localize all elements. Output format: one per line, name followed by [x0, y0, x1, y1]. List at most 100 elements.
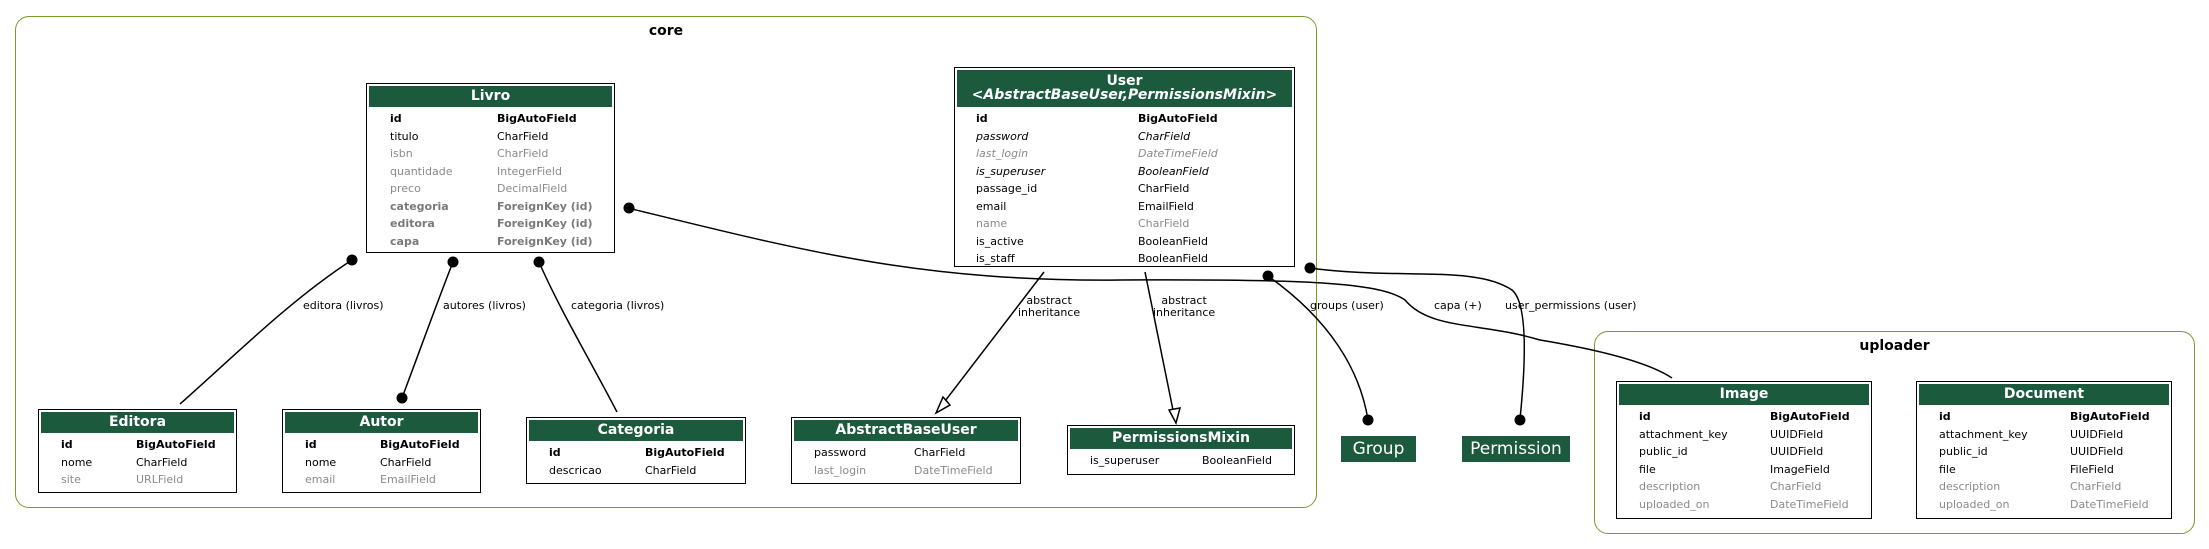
- edge-user-permissions: [1308, 267, 1525, 420]
- label-autores: autores (livros): [443, 299, 526, 312]
- node-permission: Permission: [1462, 436, 1570, 462]
- label-user-permissions: user_permissions (user): [1505, 299, 1637, 312]
- field-name: id: [1939, 410, 1951, 423]
- edge-editora: [179, 259, 353, 405]
- field-name: email: [976, 199, 1007, 213]
- field-type: DecimalField: [497, 182, 568, 195]
- field-type: CharField: [380, 455, 432, 469]
- field-type: BigAutoField: [380, 438, 460, 451]
- dot-autores-top: [447, 256, 459, 268]
- field-type: BigAutoField: [497, 112, 577, 125]
- field-name: id: [390, 112, 402, 125]
- field-type: UUIDField: [2070, 427, 2124, 441]
- field-name: passage_id: [976, 182, 1038, 195]
- cluster-uploader: uploader: [1594, 331, 2195, 534]
- model-document-title: Document: [1919, 384, 2169, 405]
- field-type: CharField: [1138, 217, 1190, 230]
- field-name: editora: [390, 217, 435, 230]
- dot-groups-top: [1262, 270, 1274, 282]
- model-categoria-title: Categoria: [529, 420, 743, 441]
- field-type: CharField: [1770, 480, 1822, 493]
- field-name: id: [1639, 410, 1651, 423]
- field-type: UUIDField: [1770, 427, 1824, 441]
- field-name: file: [1639, 462, 1656, 476]
- field-row: editora ForeignKey (id): [367, 215, 614, 233]
- field-name: id: [61, 438, 73, 451]
- label-editora: editora (livros): [303, 299, 384, 312]
- label-abstract-1: abstract inheritance: [1018, 295, 1080, 319]
- field-row: id BigAutoField: [1617, 408, 1871, 426]
- edge-abstract-1: [941, 271, 1045, 406]
- field-type: BigAutoField: [1138, 112, 1218, 125]
- arrow-abstract-2: [1167, 407, 1182, 426]
- model-image-title: Image: [1619, 384, 1869, 405]
- node-group: Group: [1341, 436, 1416, 462]
- label-abstract-1-line2: inheritance: [1018, 306, 1081, 319]
- field-name: categoria: [390, 199, 449, 213]
- model-user-name: User: [1106, 73, 1143, 89]
- edge-categoria: [538, 261, 618, 413]
- field-name: nome: [61, 455, 93, 469]
- field-type: UUIDField: [1770, 445, 1824, 458]
- field-type: ImageField: [1770, 462, 1830, 476]
- field-name: nome: [305, 455, 337, 469]
- field-type: EmailField: [380, 473, 436, 486]
- field-type: FileField: [2070, 462, 2114, 476]
- field-name: description: [1939, 480, 2001, 493]
- dot-categoria: [533, 256, 545, 268]
- field-type: ForeignKey (id): [497, 234, 593, 248]
- cluster-title-core: core: [648, 23, 684, 39]
- field-name: uploaded_on: [1639, 497, 1710, 511]
- field-type: CharField: [2070, 480, 2122, 493]
- field-type: ForeignKey (id): [497, 217, 593, 230]
- model-abstractbaseuser-title: AbstractBaseUser: [794, 420, 1018, 441]
- field-type: BooleanField: [1138, 252, 1208, 265]
- field-type: CharField: [645, 463, 697, 477]
- field-row: id BigAutoField: [367, 110, 614, 128]
- field-name: id: [305, 438, 317, 451]
- field-type: BigAutoField: [1770, 410, 1850, 423]
- dot-userperm-top: [1304, 262, 1316, 274]
- label-abstract-2-line1: abstract: [1161, 294, 1207, 307]
- field-row: is_staff BooleanField: [955, 250, 1294, 268]
- field-name: public_id: [1939, 445, 1988, 458]
- label-categoria: categoria (livros): [571, 299, 665, 312]
- field-type: BooleanField: [1202, 454, 1272, 467]
- model-user-subtitle: <AbstractBaseUser,PermissionsMixin>: [971, 87, 1278, 103]
- field-name: is_staff: [976, 252, 1015, 265]
- model-livro-title: Livro: [369, 86, 612, 107]
- field-name: last_login: [814, 463, 867, 477]
- edge-capa: [627, 207, 1673, 379]
- field-name: file: [1939, 462, 1956, 476]
- model-user: User <AbstractBaseUser,PermissionsMixin>…: [954, 67, 1295, 267]
- model-autor-title: Autor: [285, 412, 478, 433]
- field-row: nome CharField: [283, 454, 480, 472]
- field-type: CharField: [1138, 182, 1190, 195]
